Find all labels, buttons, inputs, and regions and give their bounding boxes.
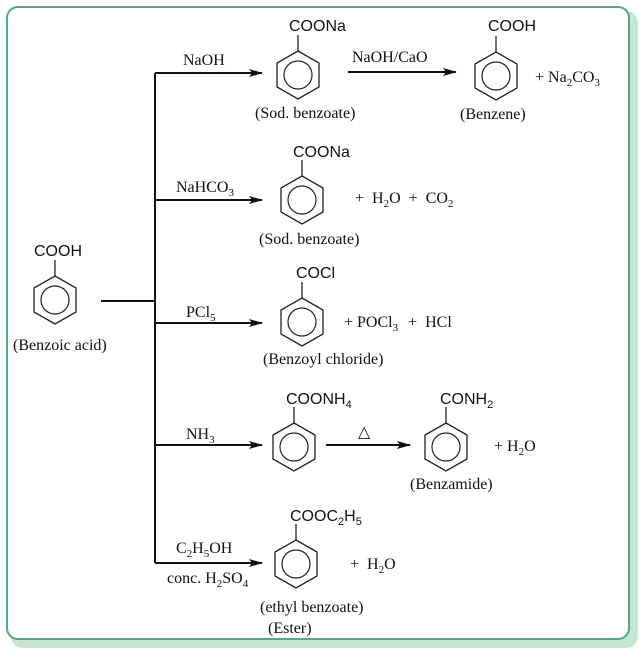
- next-product-name: (Benzene): [460, 106, 526, 123]
- reaction-nahco3: NaHCO3 COONa (Sod. benzoate) +H2O+CO2: [176, 144, 453, 248]
- product-name: (Benzoyl chloride): [263, 351, 383, 368]
- benzene-ring-icon: [280, 281, 324, 347]
- benzene-ring-icon: [274, 523, 318, 589]
- benzene-ring-icon: [276, 34, 320, 100]
- benzene-ring-icon: [424, 406, 468, 472]
- benzene-ring-icon: [272, 406, 316, 472]
- product-group: COONa: [293, 144, 350, 161]
- reagent-label: NaOH: [183, 52, 225, 69]
- product-group: COONa: [289, 18, 346, 35]
- branch-connectors: [101, 68, 457, 567]
- reagent-label: NaHCO3: [176, 179, 234, 199]
- product-group: COCl: [296, 265, 335, 282]
- reaction-nh3: NH3 COONH4 △ CONH2 (Benzamide) + H2O: [186, 391, 536, 493]
- reaction-pcl5: PCl5 COCl (Benzoyl chloride) + POCl3+HCl: [186, 265, 452, 368]
- byproducts: +H2O+CO2: [355, 190, 453, 210]
- heat-symbol: △: [358, 424, 371, 441]
- diagram-frame: [6, 6, 630, 640]
- benzene-ring-icon: [280, 159, 324, 225]
- benzene-ring-icon: [474, 35, 518, 101]
- next-product-name: (Benzamide): [410, 476, 493, 493]
- byproduct-na2co3: + Na2CO3: [535, 69, 600, 89]
- product-name: (Sod. benzoate): [259, 231, 359, 248]
- product-name: (ethyl benzoate): [260, 599, 364, 616]
- carboxyl-group: COOH: [34, 243, 82, 260]
- reaction-naoh: NaOH COONa (Sod. benzoate) NaOH/CaO COOH…: [183, 18, 600, 123]
- reagent-label: PCl5: [186, 304, 216, 324]
- next-reagent-label: NaOH/CaO: [352, 49, 428, 66]
- reagent-label: NH3: [186, 426, 215, 446]
- next-product-group: COOH: [488, 18, 536, 35]
- reagent-bottom-label: conc. H2SO4: [167, 570, 249, 590]
- byproducts: + POCl3+HCl: [344, 314, 452, 334]
- product-name: (Sod. benzoate): [255, 105, 355, 122]
- byproduct-h2o: + H2O: [494, 438, 536, 458]
- byproduct-h2o: +H2O: [350, 556, 396, 576]
- product-group: COOC2H5: [290, 508, 362, 528]
- benzoic-acid: COOH (Benzoic acid): [13, 243, 107, 354]
- benzene-ring-icon: [33, 259, 77, 325]
- product-class: (Ester): [268, 620, 312, 637]
- reactant-name: (Benzoic acid): [13, 337, 107, 354]
- reagent-top-label: C2H5OH: [176, 540, 233, 560]
- reaction-esterification: C2H5OH conc. H2SO4 COOC2H5 (ethyl benzoa…: [167, 508, 396, 637]
- product-group: COONH4: [286, 391, 352, 411]
- next-product-group: CONH2: [440, 391, 493, 411]
